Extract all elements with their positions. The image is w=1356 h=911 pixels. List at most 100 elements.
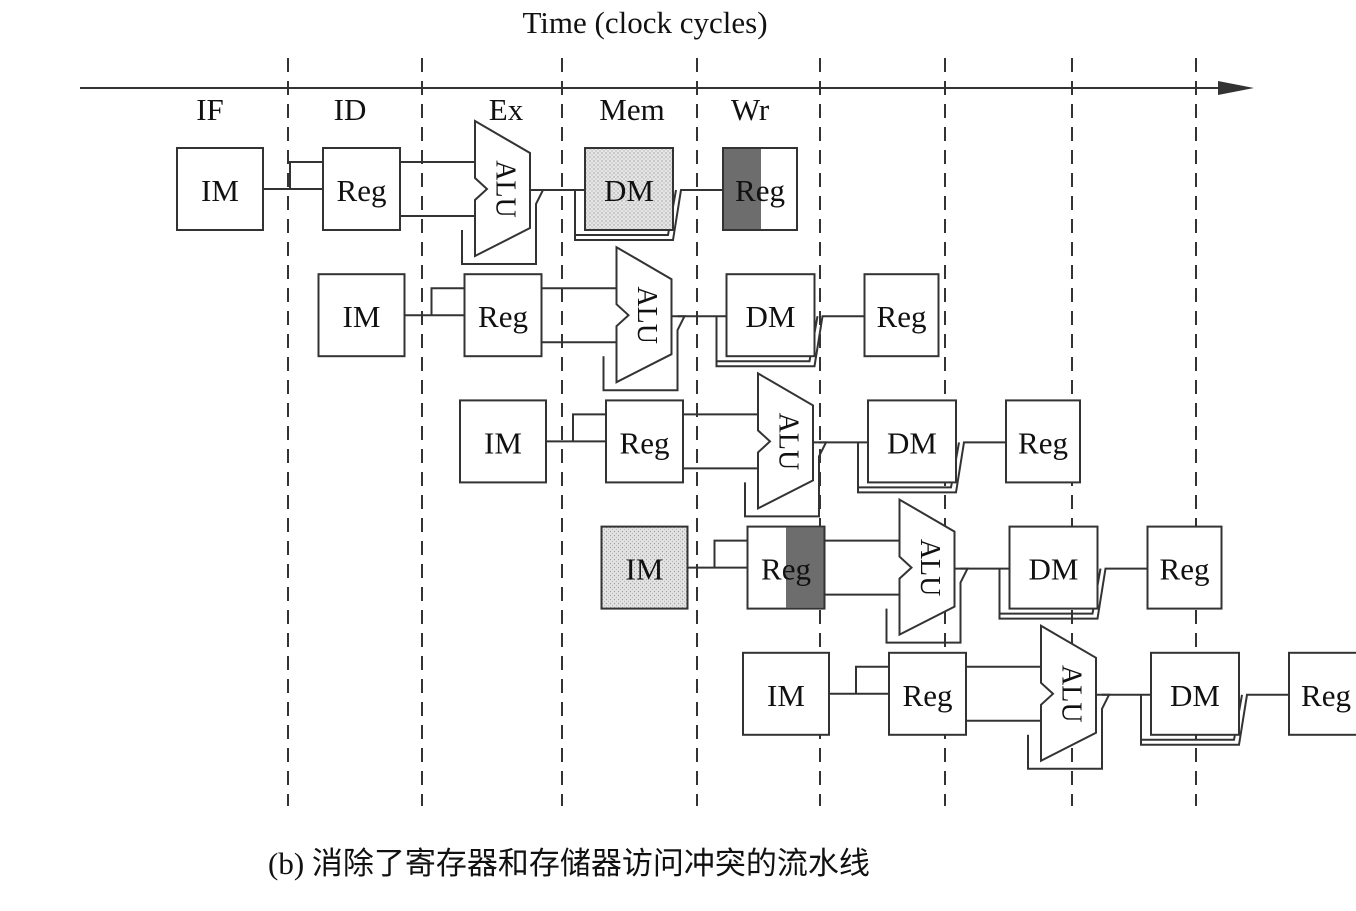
wb-box [1005,399,1081,484]
wb-label: Reg [1018,425,1068,460]
alu-shape [474,119,531,258]
wire [541,341,618,367]
figure-caption: (b) 消除了寄存器和存储器访问冲突的流水线 [268,846,870,881]
register-file-write: Reg [722,147,798,231]
dm-label: DM [1029,552,1079,587]
wb-write-half [724,149,761,229]
dm-box [725,273,816,358]
wire [966,638,1042,668]
data-memory-block: DM [1150,651,1240,736]
register-file-write: Reg [1288,651,1356,736]
im-label: IM [767,678,805,713]
alu-shape [1040,624,1097,763]
stage-label-if: IF [196,92,224,127]
register-file-write: Reg [1005,399,1081,484]
instruction-row: IM Reg ALU DM Reg [176,119,798,265]
wire [289,161,323,189]
register-file-read: Reg [605,399,684,484]
data-memory-block: DM [725,273,816,358]
reg-label: Reg [903,678,953,713]
wire [824,512,901,542]
wire [713,539,748,568]
reg-label: Reg [478,299,528,334]
instruction-row: IM Reg ALU DM Reg [742,624,1356,770]
wire [400,215,476,240]
clock-cycle-dividers [287,58,1197,806]
im-label: IM [343,299,381,334]
im-label: IM [201,173,239,208]
im-box [600,525,689,610]
dm-box [584,147,674,231]
dm-label: DM [604,173,654,208]
alu-label: ALU [773,413,804,471]
dm-box [1008,525,1099,610]
wire [400,134,476,163]
alu-shape [757,371,814,511]
instruction-memory-block: IM [600,525,689,610]
register-file-read: Reg [746,525,826,610]
wire [572,413,606,442]
data-memory-block: DM [1008,525,1099,610]
time-axis [80,81,1254,95]
dm-box [1150,651,1240,736]
stage-labels: IF ID Ex Mem Wr [196,92,770,127]
register-file-read: Reg [888,651,967,736]
instruction-row: IM Reg ALU DM Reg [317,245,940,392]
dm-label: DM [887,425,937,460]
im-box [742,651,830,736]
wire [855,665,889,694]
stage-label-id: ID [334,92,367,127]
reg-read-half [786,527,824,608]
stage-label-ex: Ex [489,92,524,127]
stage-label-wr: Wr [731,92,770,127]
instruction-memory-block: IM [176,147,264,231]
alu-block: ALU [1040,624,1097,763]
wb-label: Reg [1301,678,1351,713]
wb-box [1146,525,1223,610]
alu-block: ALU [474,119,531,258]
wb-box [1288,651,1356,736]
data-memory-block: DM [867,399,957,484]
wire [430,287,465,316]
wb-label: Reg [735,173,785,208]
dm-box [867,399,957,484]
alu-label: ALU [1056,665,1087,723]
wire [541,260,618,290]
instruction-memory-block: IM [742,651,830,736]
wb-label: Reg [1160,552,1210,587]
alu-block: ALU [615,245,673,384]
instruction-memory-block: IM [317,273,406,358]
axis-title: Time (clock cycles) [522,5,767,40]
alu-label: ALU [490,160,521,218]
alu-block: ALU [757,371,814,511]
stage-label-mem: Mem [599,92,664,127]
register-file-read: Reg [463,273,543,358]
wire [824,593,901,619]
instruction-row: IM Reg ALU DM Reg [600,497,1223,644]
reg-box [463,273,543,358]
instruction-row: IM Reg ALU DM Reg [459,371,1081,518]
reg-label: Reg [620,425,670,460]
wb-label: Reg [877,299,927,334]
im-label: IM [626,552,664,587]
reg-box [322,147,401,231]
instruction-memory-block: IM [459,399,547,484]
register-file-write: Reg [1146,525,1223,610]
alu-label: ALU [914,539,945,597]
data-memory-block: DM [584,147,674,231]
register-file-read: Reg [322,147,401,231]
dm-label: DM [746,299,796,334]
reg-box [888,651,967,736]
arrowhead-icon [1218,81,1254,95]
alu-label: ALU [631,286,662,344]
alu-block: ALU [898,497,956,637]
im-label: IM [484,425,522,460]
reg-label: Reg [337,173,387,208]
im-box [176,147,264,231]
register-file-write: Reg [863,273,940,358]
wire [683,467,759,493]
wire [683,386,759,416]
alu-shape [898,497,956,637]
